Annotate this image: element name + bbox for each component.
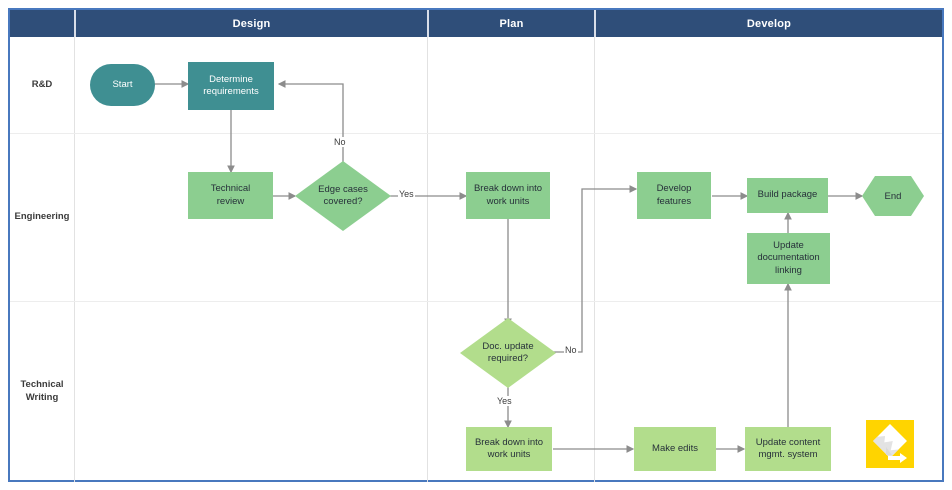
column-header-design[interactable]: Design bbox=[232, 17, 271, 30]
node-end-label: End bbox=[884, 190, 902, 202]
node-update-documentation-linking-label: Update documentation linking bbox=[757, 239, 820, 276]
diagram-app-logo-icon bbox=[866, 420, 914, 468]
header-divider-2 bbox=[427, 10, 429, 37]
node-end[interactable]: End bbox=[862, 176, 924, 216]
node-break-down-work-units-eng-label: Break down into work units bbox=[473, 183, 543, 207]
node-update-documentation-linking[interactable]: Update documentation linking bbox=[747, 233, 830, 284]
node-make-edits-label: Make edits bbox=[652, 442, 698, 454]
node-develop-features[interactable]: Develop features bbox=[637, 172, 711, 219]
edge-label-yes-doc-update: Yes bbox=[496, 396, 513, 406]
node-edge-cases-covered-label: Edge cases covered? bbox=[318, 183, 368, 207]
node-make-edits[interactable]: Make edits bbox=[634, 427, 716, 471]
node-update-content-mgmt-system-label: Update content mgmt. system bbox=[755, 436, 821, 460]
edge-label-no-edge-cases: No bbox=[333, 137, 347, 147]
node-start[interactable]: Start bbox=[90, 64, 155, 106]
node-break-down-work-units-tw-label: Break down into work units bbox=[474, 436, 544, 460]
node-build-package-label: Build package bbox=[757, 189, 818, 201]
diamond-shape bbox=[460, 318, 556, 388]
column-divider-design bbox=[427, 37, 428, 482]
node-doc-update-required-label: Doc. update required? bbox=[482, 340, 534, 364]
node-determine-requirements-label: Determine requirements bbox=[203, 73, 259, 97]
column-header-plan[interactable]: Plan bbox=[499, 17, 524, 30]
node-technical-review-label: Technical review bbox=[210, 183, 251, 207]
column-divider-plan bbox=[594, 37, 595, 482]
node-break-down-work-units-tw[interactable]: Break down into work units bbox=[466, 427, 552, 471]
hexagon-shape bbox=[862, 176, 924, 216]
swimlane-header-band bbox=[10, 10, 942, 37]
column-divider-lane bbox=[74, 37, 75, 482]
lane-label-technical-writing[interactable]: Technical Writing bbox=[20, 378, 64, 403]
edge-label-yes-edge-cases: Yes bbox=[398, 189, 415, 199]
node-determine-requirements[interactable]: Determine requirements bbox=[188, 62, 274, 110]
node-technical-review[interactable]: Technical review bbox=[188, 172, 273, 219]
node-build-package[interactable]: Build package bbox=[747, 178, 828, 213]
logo-glyph bbox=[873, 424, 907, 463]
lane-divider-rnd-eng bbox=[10, 133, 942, 134]
header-divider-3 bbox=[594, 10, 596, 37]
node-develop-features-label: Develop features bbox=[656, 183, 692, 207]
node-update-content-mgmt-system[interactable]: Update content mgmt. system bbox=[745, 427, 831, 471]
node-break-down-work-units-eng[interactable]: Break down into work units bbox=[466, 172, 550, 219]
header-divider-1 bbox=[74, 10, 76, 37]
lane-label-rnd[interactable]: R&D bbox=[31, 78, 53, 90]
edge-label-no-doc-update: No bbox=[564, 345, 578, 355]
lane-label-engineering[interactable]: Engineering bbox=[14, 210, 70, 222]
column-header-develop[interactable]: Develop bbox=[746, 17, 792, 30]
diamond-shape bbox=[295, 161, 391, 231]
node-doc-update-required[interactable]: Doc. update required? bbox=[460, 318, 556, 388]
node-edge-cases-covered[interactable]: Edge cases covered? bbox=[295, 161, 391, 231]
node-start-label: Start bbox=[112, 78, 133, 90]
lane-divider-eng-tw bbox=[10, 301, 942, 302]
